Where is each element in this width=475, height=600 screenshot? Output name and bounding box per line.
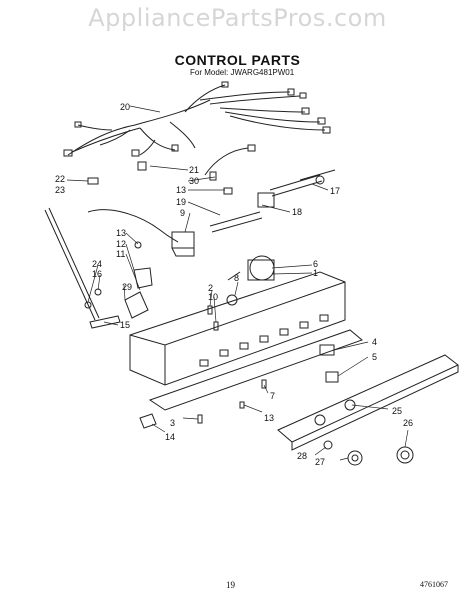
watermark: AppliancePartsPros.com xyxy=(88,4,387,32)
temperature-control xyxy=(87,209,195,257)
wire-clip xyxy=(137,144,256,181)
bracket xyxy=(139,413,157,429)
callout-29: 29 xyxy=(122,282,132,292)
callout-14: 14 xyxy=(165,432,175,442)
callout-13-middle: 13 xyxy=(116,228,126,238)
control-panel xyxy=(277,354,459,451)
control-housing xyxy=(129,271,363,411)
callout-11: 11 xyxy=(116,249,125,259)
callout-30: 30 xyxy=(189,176,199,186)
diagram-title: CONTROL PARTS xyxy=(174,52,301,68)
switches xyxy=(319,344,339,383)
callout-8: 8 xyxy=(234,273,239,283)
callout-13-upper: 13 xyxy=(176,185,186,195)
callout-7: 7 xyxy=(270,391,275,401)
callout-19: 19 xyxy=(176,197,186,207)
document-number: 4761067 xyxy=(420,580,448,589)
callout-27: 27 xyxy=(315,457,325,467)
damper-parts xyxy=(84,241,153,329)
callout-15: 15 xyxy=(120,320,130,330)
defrost-rod xyxy=(44,177,100,321)
callout-21: 21 xyxy=(189,165,199,175)
callout-1: 1 xyxy=(313,268,318,278)
callout-12: 12 xyxy=(116,239,126,249)
callout-18: 18 xyxy=(292,207,302,217)
callout-10: 10 xyxy=(208,292,218,302)
wiring-harness xyxy=(63,81,331,157)
knobs xyxy=(323,440,414,466)
thermistor-assembly xyxy=(209,169,336,233)
model-subtitle: For Model: JWARG481PW01 xyxy=(190,68,295,77)
callout-17: 17 xyxy=(330,186,340,196)
callout-28: 28 xyxy=(297,451,307,461)
leader-lines xyxy=(66,105,409,461)
callout-16: 16 xyxy=(92,269,102,279)
callout-23: 23 xyxy=(55,185,65,195)
callout-26: 26 xyxy=(403,418,413,428)
callout-22: 22 xyxy=(55,174,65,184)
callout-2: 2 xyxy=(208,283,213,293)
callout-9: 9 xyxy=(180,208,185,218)
callout-6: 6 xyxy=(313,259,318,269)
callout-numbers: 20 21 30 22 23 13 17 19 9 18 13 12 11 24… xyxy=(55,102,413,467)
page-number: 19 xyxy=(226,580,235,590)
callout-5: 5 xyxy=(372,352,377,362)
callout-24: 24 xyxy=(92,259,102,269)
callout-20: 20 xyxy=(120,102,130,112)
callout-13-lower: 13 xyxy=(264,413,274,423)
callout-3: 3 xyxy=(170,418,175,428)
callout-25: 25 xyxy=(392,406,402,416)
callout-4: 4 xyxy=(372,337,377,347)
